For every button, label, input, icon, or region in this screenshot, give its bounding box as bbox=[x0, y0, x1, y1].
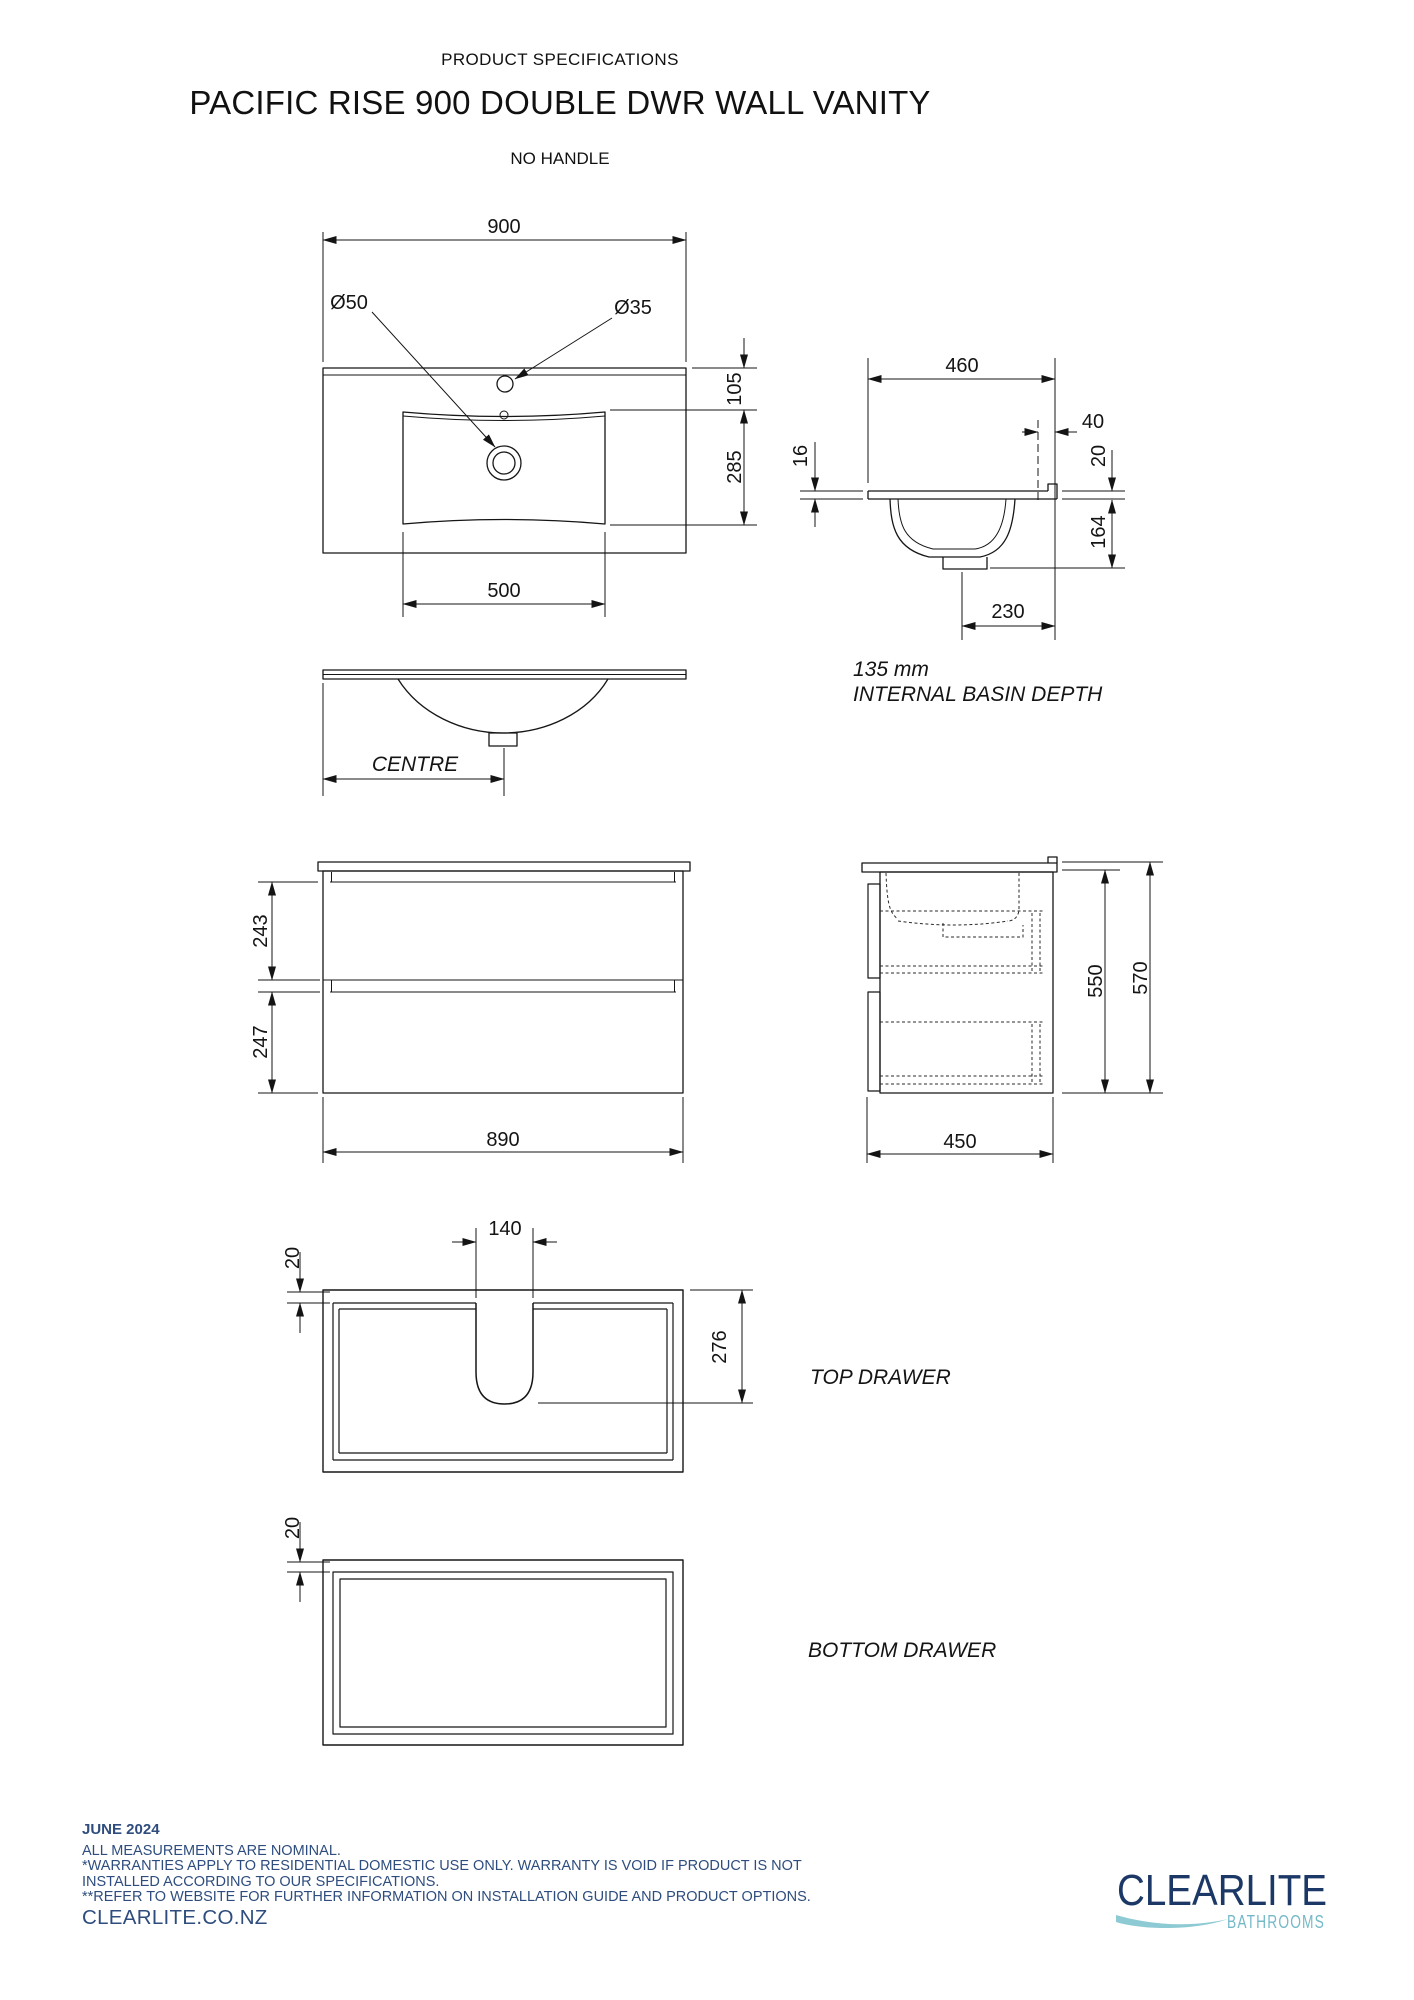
basin-depth-label: INTERNAL BASIN DEPTH bbox=[853, 683, 1103, 706]
basin-section-dimensions bbox=[800, 358, 1125, 640]
dim-tap-to-back: 40 bbox=[1082, 411, 1104, 433]
footer-notes: JUNE 2024 ALL MEASUREMENTS ARE NOMINAL. … bbox=[82, 1821, 811, 1930]
dim-upstand-height: 20 bbox=[1088, 445, 1110, 467]
centre-view-drawing bbox=[322, 669, 687, 747]
plan-view-dimensions bbox=[322, 232, 757, 617]
dim-tap-diameter: Ø35 bbox=[614, 297, 652, 319]
front-view-drawing bbox=[317, 861, 691, 1094]
bottom-drawer-dimensions bbox=[287, 1522, 330, 1602]
side-view-dimensions bbox=[866, 861, 1163, 1163]
footer-warranty-line1: *WARRANTIES APPLY TO RESIDENTIAL DOMESTI… bbox=[82, 1858, 802, 1875]
page-subtitle: NO HANDLE bbox=[510, 149, 610, 168]
footer-website: CLEARLITE.CO.NZ bbox=[82, 1906, 268, 1930]
plan-view-drawing bbox=[322, 367, 687, 554]
clearlite-logo-graphic: CLEARLITE BATHROOMS bbox=[1116, 1866, 1327, 1932]
top-drawer-label: TOP DRAWER bbox=[810, 1366, 951, 1389]
logo-brand-text: CLEARLITE bbox=[1117, 1866, 1327, 1915]
dim-cutout-width: 140 bbox=[488, 1218, 521, 1240]
dim-cabinet-width: 890 bbox=[486, 1129, 519, 1151]
dim-top-drawer-wall: 20 bbox=[282, 1247, 304, 1269]
footer-warranty-line2: INSTALLED ACCORDING TO OUR SPECIFICATION… bbox=[82, 1873, 440, 1890]
dim-plan-offset-top: 105 bbox=[724, 372, 746, 405]
logo-tagline-text: BATHROOMS bbox=[1227, 1912, 1325, 1932]
clearlite-logo: CLEARLITE BATHROOMS bbox=[1114, 1860, 1374, 1943]
side-view-drawing bbox=[861, 856, 1058, 1094]
dim-basin-length: 285 bbox=[724, 450, 746, 483]
footer-note-nominal: ALL MEASUREMENTS ARE NOMINAL. bbox=[82, 1843, 341, 1859]
dim-basin-drop: 164 bbox=[1088, 515, 1110, 548]
dim-plan-width: 900 bbox=[487, 216, 520, 238]
footer-date: JUNE 2024 bbox=[82, 1821, 160, 1838]
footer-refer-website: **REFER TO WEBSITE FOR FURTHER INFORMATI… bbox=[82, 1888, 811, 1905]
logo-wave-icon bbox=[1116, 1915, 1228, 1929]
basin-depth-value: 135 mm bbox=[853, 658, 929, 681]
dim-overall-height: 570 bbox=[1130, 961, 1152, 994]
dim-bench-thickness: 16 bbox=[790, 445, 812, 467]
centre-view-dimensions bbox=[322, 683, 505, 796]
dim-waste-diameter: Ø50 bbox=[330, 292, 368, 314]
dim-cabinet-depth: 450 bbox=[943, 1131, 976, 1153]
dim-top-drawer-internal: 276 bbox=[709, 1330, 731, 1363]
top-drawer-drawing bbox=[322, 1289, 684, 1473]
dim-front-top-drawer: 243 bbox=[250, 914, 272, 947]
side-view-hidden-lines bbox=[880, 872, 1043, 1085]
dim-basin-cutout-width: 500 bbox=[487, 580, 520, 602]
document-type: PRODUCT SPECIFICATIONS bbox=[441, 50, 679, 69]
bottom-drawer-drawing bbox=[322, 1559, 684, 1746]
dim-waste-to-back: 230 bbox=[991, 601, 1024, 623]
page-title: PACIFIC RISE 900 DOUBLE DWR WALL VANITY bbox=[189, 84, 931, 121]
basin-section-drawing bbox=[867, 483, 1058, 570]
dim-cabinet-height: 550 bbox=[1085, 964, 1107, 997]
dim-front-bottom-drawer: 247 bbox=[250, 1025, 272, 1058]
dim-centre-label: CENTRE bbox=[372, 753, 459, 776]
top-drawer-dimensions bbox=[287, 1228, 753, 1404]
title-block: PRODUCT SPECIFICATIONS PACIFIC RISE 900 … bbox=[0, 0, 1120, 200]
bottom-drawer-label: BOTTOM DRAWER bbox=[808, 1639, 996, 1662]
dim-section-depth: 460 bbox=[945, 355, 978, 377]
front-view-dimensions bbox=[258, 881, 684, 1163]
dim-bottom-drawer-wall: 20 bbox=[282, 1517, 304, 1539]
